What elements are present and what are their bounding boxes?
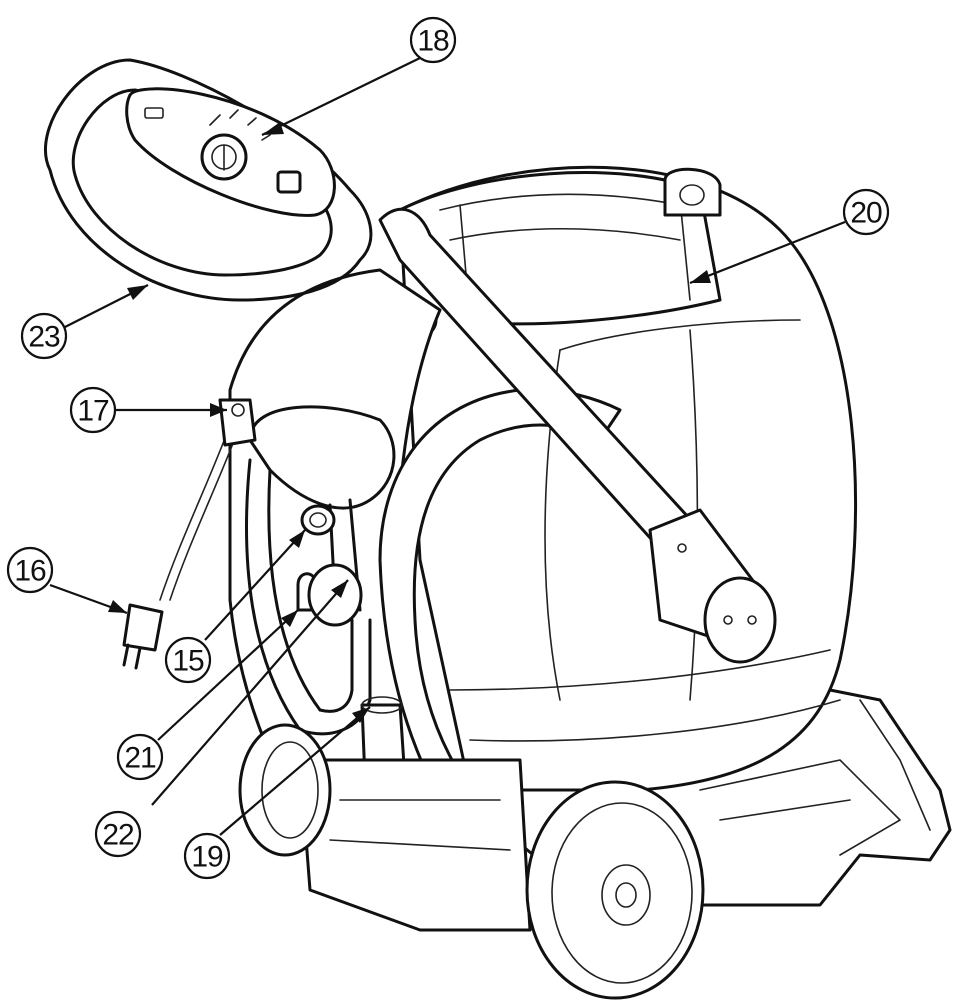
leader-19 <box>219 706 371 836</box>
callout-label-20: 20 <box>850 197 882 230</box>
callout-18: 18 <box>409 16 457 64</box>
arrow-19 <box>352 707 370 723</box>
callout-label-17: 17 <box>77 395 109 428</box>
callout-22: 22 <box>94 810 142 858</box>
arrow-23 <box>127 285 148 300</box>
callout-20: 20 <box>842 188 890 236</box>
arrow-16 <box>108 600 127 613</box>
callout-label-16: 16 <box>14 555 46 588</box>
callout-label-23: 23 <box>28 321 60 354</box>
leader-lines <box>49 57 846 836</box>
arrow-22 <box>331 580 348 598</box>
callout-23: 23 <box>20 312 68 360</box>
callout-label-19: 19 <box>191 841 223 874</box>
leader-22 <box>151 579 349 806</box>
leader-20 <box>689 220 846 285</box>
callout-label-15: 15 <box>172 645 204 678</box>
leader-21 <box>157 609 299 741</box>
callout-17: 17 <box>69 386 117 434</box>
callout-16: 16 <box>6 546 54 594</box>
arrow-20 <box>690 270 711 283</box>
callout-19: 19 <box>183 832 231 880</box>
callout-21: 21 <box>116 733 164 781</box>
arrow-15 <box>289 530 305 548</box>
arrow-21 <box>281 610 298 627</box>
leader-18 <box>261 57 421 136</box>
arrow-17 <box>210 403 227 417</box>
leader-15 <box>204 529 306 641</box>
callout-15: 15 <box>164 636 212 684</box>
machine-illustration <box>44 58 952 1000</box>
arrow-18 <box>262 122 284 135</box>
callout-label-22: 22 <box>102 819 134 852</box>
callout-label-18: 18 <box>417 25 449 58</box>
callout-label-21: 21 <box>124 742 156 775</box>
